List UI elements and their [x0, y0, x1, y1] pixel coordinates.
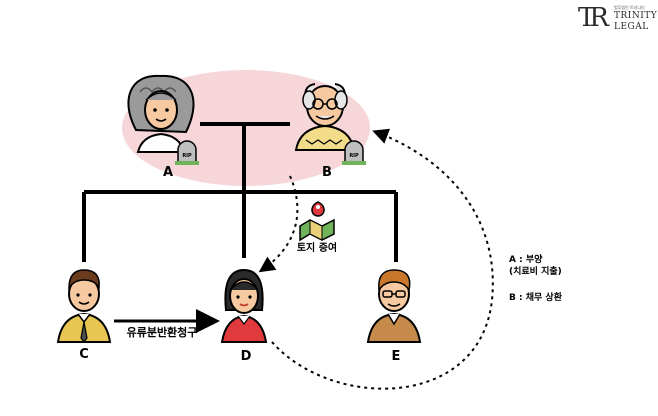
support-arrow: [271, 128, 494, 390]
person-b-label: B: [322, 165, 332, 180]
person-e-label: E: [392, 349, 401, 364]
logo-name-line1: TRINITY: [614, 11, 658, 21]
tombstone-a-text: RIP: [182, 153, 192, 159]
logo-name-line2: LEGAL: [614, 22, 649, 32]
claim-label: 유류분반환청구: [127, 325, 198, 339]
legend-a-line2: (치료비 지출): [509, 265, 562, 277]
person-c-label: C: [79, 347, 89, 362]
tombstone-a-icon: RIP: [175, 140, 199, 165]
logo-mark-text: TR: [578, 3, 609, 33]
logo-mark: TR: [578, 3, 609, 33]
person-e-icon: [366, 269, 422, 343]
logo-small-text: 법무법인 트리니티: [614, 5, 645, 10]
tombstone-b-icon: RIP: [342, 140, 366, 165]
person-d-label: D: [241, 349, 252, 364]
person-b-icon: [294, 83, 356, 151]
legend-b: B : 채무 상환: [509, 291, 563, 303]
land-gift-label: 토지 증여: [297, 241, 337, 254]
tree-lines: [82, 122, 398, 262]
map-pin-icon: [299, 201, 335, 242]
person-c-icon: [56, 269, 112, 343]
person-d-icon: [220, 268, 268, 343]
legend-a-line1: A : 부양: [509, 253, 543, 265]
tombstone-b-text: RIP: [349, 153, 359, 159]
person-a-label: A: [163, 165, 173, 180]
gift-arrow: [258, 175, 299, 273]
